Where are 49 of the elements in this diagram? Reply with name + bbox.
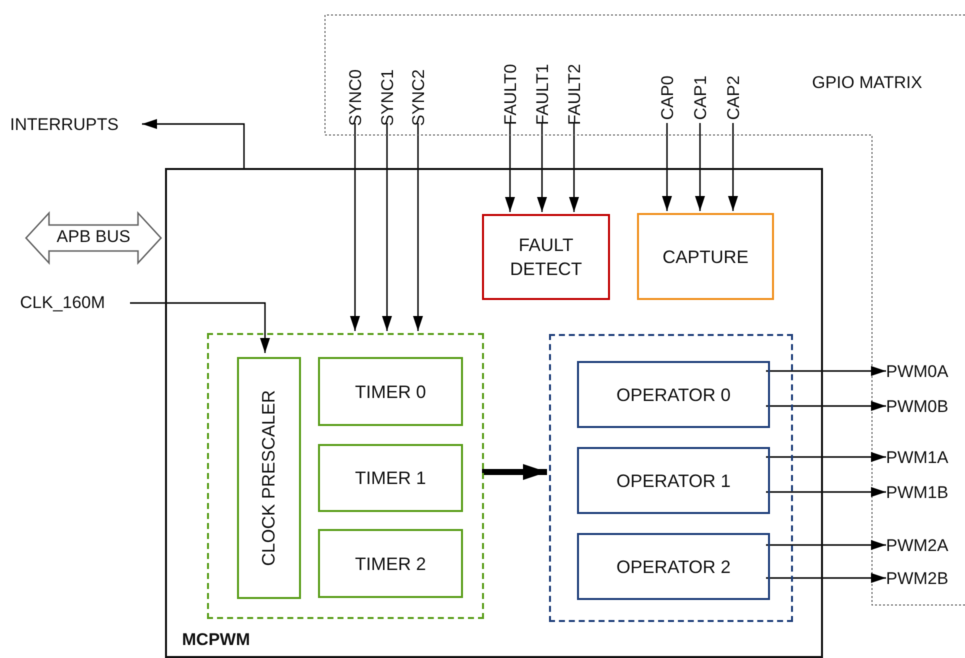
signal-label: FAULT0 xyxy=(500,66,522,123)
block-box: FAULT DETECT xyxy=(482,214,610,300)
signal-label: CLK_160M xyxy=(20,292,130,314)
arrow xyxy=(569,123,579,212)
block-box: TIMER 1 xyxy=(318,444,463,512)
signal-label: CAP0 xyxy=(657,73,679,123)
block-box: TIMER 2 xyxy=(318,529,463,598)
arrow xyxy=(382,123,392,331)
signal-label: PWM1B xyxy=(886,482,965,504)
dashed-group xyxy=(549,334,793,622)
signal-label: PWM2A xyxy=(886,535,965,557)
signal-label: CAP2 xyxy=(723,73,745,123)
signal-label: PWM2B xyxy=(886,568,965,590)
block-box: CAPTURE xyxy=(637,213,774,300)
arrow xyxy=(766,401,886,411)
matrix-region xyxy=(325,15,965,136)
signal-label: PWM0A xyxy=(886,361,965,383)
signal-label: FAULT2 xyxy=(564,66,586,123)
arrow xyxy=(728,123,738,211)
arrow xyxy=(695,123,705,211)
arrow xyxy=(662,123,672,211)
arrow xyxy=(482,464,547,480)
block-box: OPERATOR 2 xyxy=(577,533,770,600)
arrow xyxy=(766,540,886,550)
arrow xyxy=(766,487,886,497)
block-outline xyxy=(165,168,823,658)
dashed-group xyxy=(207,333,484,619)
arrow xyxy=(142,119,245,168)
arrow xyxy=(413,123,423,331)
arrow xyxy=(766,366,886,376)
block-box: OPERATOR 1 xyxy=(577,447,770,514)
block-box: OPERATOR 0 xyxy=(577,361,770,428)
arrow xyxy=(130,302,270,353)
bus-label: APB BUS xyxy=(56,227,132,247)
arrow xyxy=(537,123,547,212)
region-title: GPIO MATRIX xyxy=(812,73,922,93)
arrow xyxy=(766,573,886,583)
signal-label: PWM1A xyxy=(886,447,965,469)
arrow xyxy=(505,123,515,212)
signal-label: INTERRUPTS xyxy=(10,114,142,136)
double-arrow-shape xyxy=(25,212,162,264)
block-box: TIMER 0 xyxy=(318,357,463,426)
arrow xyxy=(350,123,360,331)
block-box: CLOCK PRESCALER xyxy=(237,357,301,599)
block-title: MCPWM xyxy=(182,630,250,650)
signal-label: PWM0B xyxy=(886,396,965,418)
arrow xyxy=(766,452,886,462)
signal-label: FAULT1 xyxy=(532,66,554,123)
signal-label: CAP1 xyxy=(690,73,712,123)
